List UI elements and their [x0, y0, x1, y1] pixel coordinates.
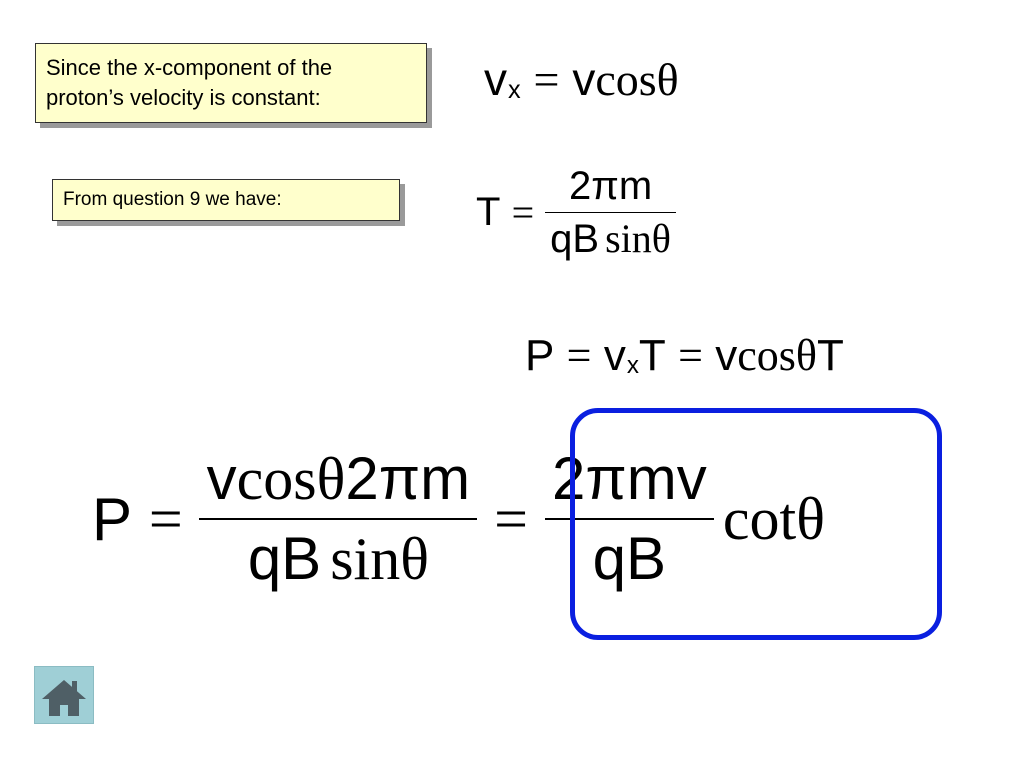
period-lhs: T [476, 190, 501, 234]
period-numerator: 2πm [568, 164, 653, 208]
pitch1-v: v [603, 330, 626, 380]
callout-text: From question 9 we have: [63, 189, 282, 210]
pitch1-cos: cosθ [737, 331, 817, 380]
callout-question-9: From question 9 we have: [52, 179, 400, 221]
pitch2-num-rest: 2πm [345, 445, 471, 512]
callout-line-1: Since the x-component of the [46, 55, 333, 80]
pitch2-fraction-2: 2πmv qB [544, 440, 714, 598]
answer-highlight-box [570, 408, 942, 640]
pitch1-T2: T [816, 330, 844, 380]
pitch1-v-subscript: x [626, 352, 639, 380]
pitch2-cot: cotθ [722, 485, 825, 552]
fraction-bar [545, 212, 676, 213]
vx-lhs: v [484, 53, 507, 105]
pitch1-T: T [638, 330, 666, 380]
vx-lhs-subscript: x [508, 75, 521, 104]
equals-sign: = [566, 331, 592, 380]
pitch2-numerator: vcosθ2πm [199, 440, 477, 518]
pitch2-den-qb: qB [247, 525, 322, 592]
pitch1-v2: v [715, 330, 738, 380]
vx-rhs-v: v [572, 53, 596, 105]
home-button[interactable] [34, 666, 94, 724]
pitch2-den-sin: sinθ [330, 526, 429, 592]
callout-line-2: proton’s velocity is constant: [46, 85, 321, 110]
pitch2-num-cos: cosθ [236, 446, 346, 512]
equals-sign: = [148, 485, 183, 552]
pitch2-num-v: v [206, 445, 237, 512]
period-den-sin: sinθ [605, 216, 671, 261]
home-icon [42, 680, 86, 716]
callout-x-component: Since the x-component of the proton’s ve… [35, 43, 427, 123]
pitch2-lhs: P [92, 485, 133, 553]
equals-sign: = [533, 53, 560, 105]
fraction-bar [199, 518, 478, 520]
equals-sign: = [511, 190, 535, 235]
vx-rhs-cos: cosθ [595, 53, 679, 105]
fraction-bar-2 [544, 518, 714, 520]
pitch1-lhs: P [525, 330, 555, 380]
pitch2-num2: 2πmv [551, 445, 707, 512]
pitch2-den2: qB [592, 525, 667, 592]
equals-sign-2: = [494, 485, 528, 552]
period-den-qb: qB [550, 217, 600, 261]
equals-sign-2: = [678, 331, 703, 380]
